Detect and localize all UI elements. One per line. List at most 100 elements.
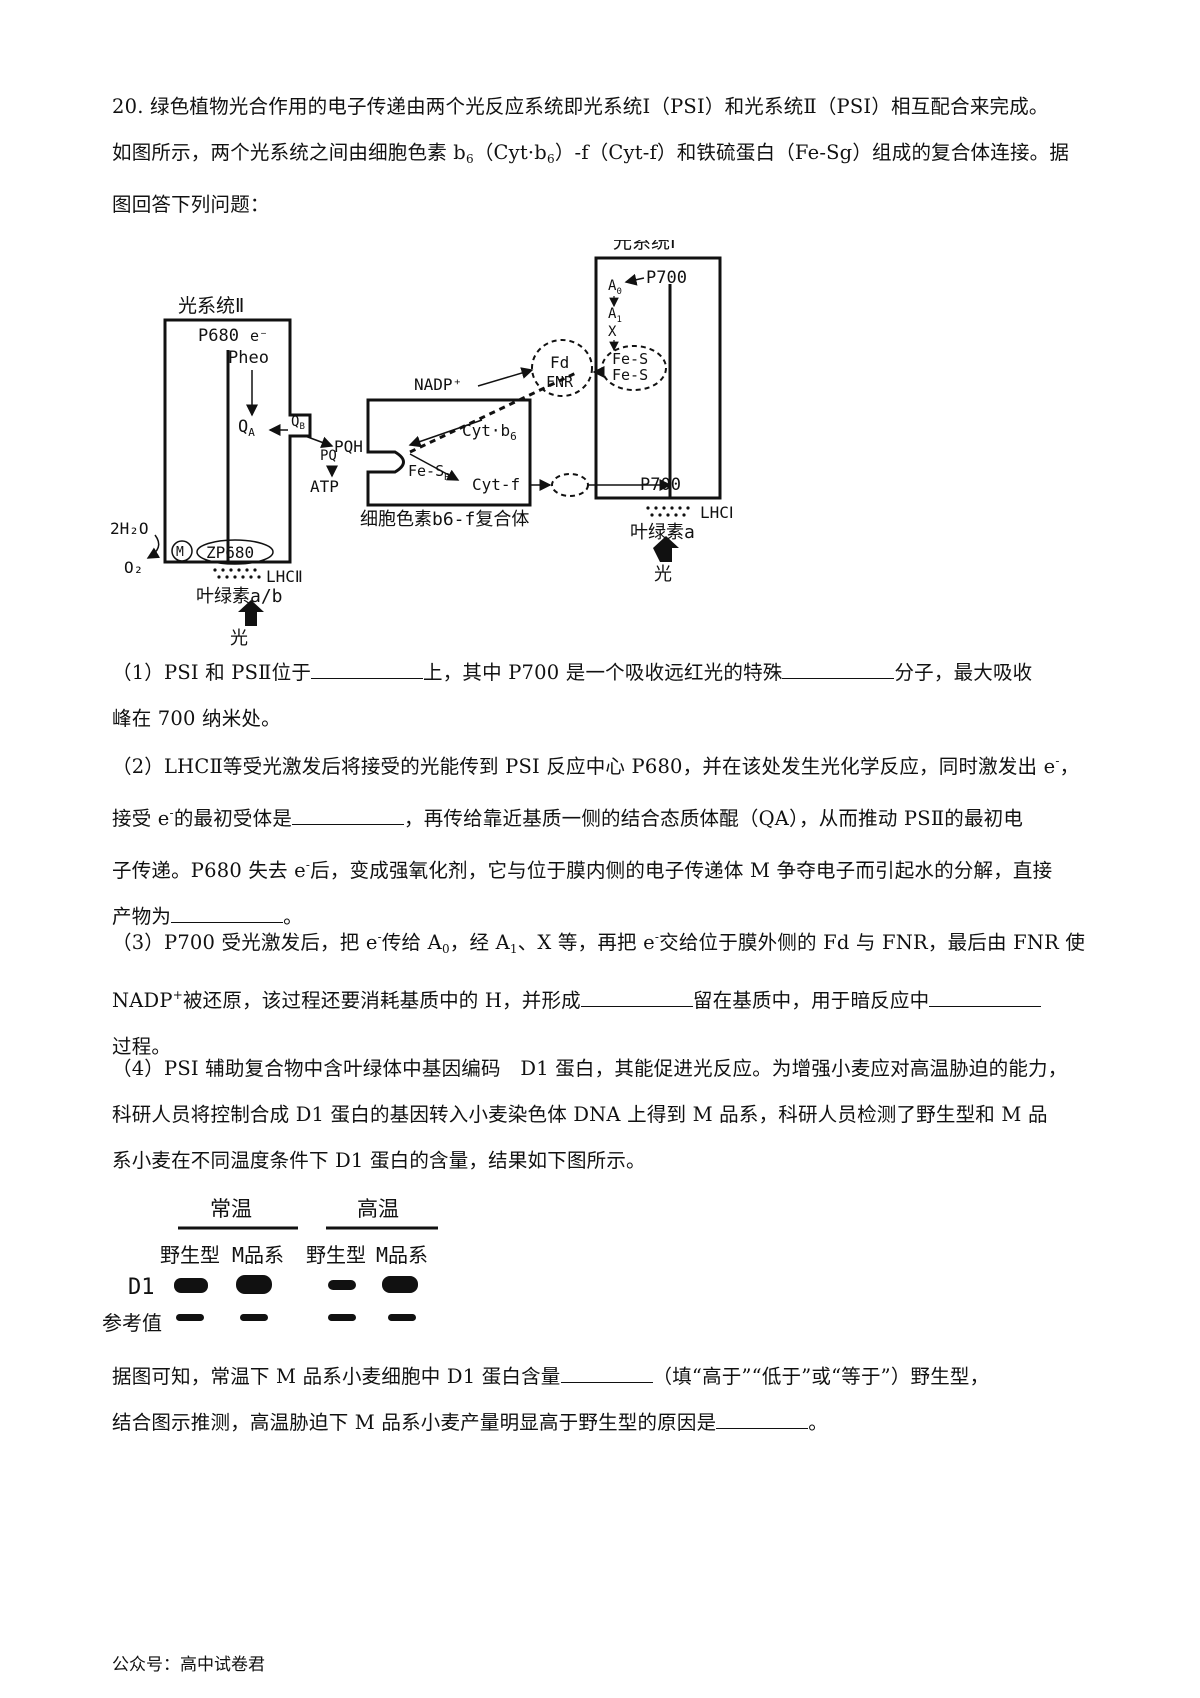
fd-fnr-ellipse xyxy=(531,339,593,397)
q4-blank-1[interactable] xyxy=(560,1364,653,1383)
qb-label: QB xyxy=(291,414,305,432)
q2-line-2: 接受 e-的最初受体是，再传给靠近基质一侧的结合态质体醌（QA），从而推动 PS… xyxy=(112,806,1024,830)
x-label: X xyxy=(608,324,617,340)
ps2-box xyxy=(163,318,312,564)
d1-row-label: D1 xyxy=(128,1275,155,1300)
water-split-arrow xyxy=(146,534,161,559)
cyt-f-label: Cyt-f xyxy=(472,475,520,494)
pheo-label: Pheo xyxy=(228,348,269,368)
wild-type-label-2: 野生型 xyxy=(306,1243,366,1267)
band-d1-m-high xyxy=(382,1276,418,1293)
wild-type-label-1: 野生型 xyxy=(160,1243,220,1267)
pqh-label: PQH xyxy=(334,437,363,456)
q2-blank-1[interactable] xyxy=(292,806,405,825)
plastocyanin-carrier xyxy=(551,473,589,497)
q1-line-1: （1）PSI 和 PSⅡ位于上，其中 P700 是一个吸收远红光的特殊分子，最大… xyxy=(112,660,1033,684)
m-circle xyxy=(171,540,193,562)
lhc2-dots xyxy=(213,568,261,579)
lhc2-label: LHCⅡ xyxy=(266,567,303,586)
q3-blank-2[interactable] xyxy=(929,988,1042,1007)
high-temp-label: 高温 xyxy=(357,1197,399,1221)
question-2: （2）LHCⅡ等受光激发后将接受的光能传到 PSI 反应中心 P680，并在该处… xyxy=(112,738,1098,940)
reference-row-label: 参考值 xyxy=(102,1311,162,1335)
p700-to-a0-arrow xyxy=(624,273,645,286)
chlorophyll-a-label: 叶绿素a xyxy=(630,522,695,543)
fnr-label: FNR xyxy=(546,373,574,391)
o2-label: O₂ xyxy=(124,558,143,577)
h2o-label: 2H₂O xyxy=(110,519,149,538)
m-label: M xyxy=(176,545,184,560)
band-ref-4 xyxy=(388,1314,416,1321)
chlorophyll-ab-label: 叶绿素a/b xyxy=(196,586,283,607)
nadp-label: NADP⁺ xyxy=(414,375,462,394)
band-ref-3 xyxy=(328,1314,356,1321)
pq-label: PQ xyxy=(320,448,337,464)
nadp-arrow xyxy=(477,367,534,387)
cyt-b6-label: Cyt·b6 xyxy=(462,421,517,443)
lhc1-dots xyxy=(646,506,690,517)
fe-s-label-2: Fe-S xyxy=(612,366,648,384)
q1-blank-2[interactable] xyxy=(782,660,895,679)
ps1-box xyxy=(594,256,722,500)
western-blot-figure: 常温 高温 野生型 M品系 野生型 M品系 D1 参考值 xyxy=(102,1197,438,1335)
question-1: （1）PSI 和 PSⅡ位于上，其中 P700 是一个吸收远红光的特殊分子，最大… xyxy=(112,650,1098,742)
q4-line-1: （4）PSI 辅助复合物中含叶绿体中基因编码 D1 蛋白，其能促进光反应。为增强… xyxy=(112,1057,1068,1080)
normal-temp-label: 常温 xyxy=(210,1197,252,1221)
q2-line-1: （2）LHCⅡ等受光激发后将接受的光能传到 PSI 反应中心 P680，并在该处… xyxy=(112,754,1080,778)
band-d1-m-normal xyxy=(236,1275,272,1294)
fe-s-label-1: Fe-S xyxy=(612,350,648,368)
q1-line-2: 峰在 700 纳米处。 xyxy=(112,707,281,730)
zp680-label: ZP680 xyxy=(206,543,254,562)
band-ref-2 xyxy=(240,1314,268,1321)
atp-label: ATP xyxy=(310,477,339,496)
band-d1-wt-high xyxy=(328,1280,356,1290)
question-4: （4）PSI 辅助复合物中含叶绿体中基因编码 D1 蛋白，其能促进光反应。为增强… xyxy=(112,1046,1098,1184)
q1-blank-1[interactable] xyxy=(311,660,424,679)
m-line-label-1: M品系 xyxy=(232,1243,284,1267)
q3-line-3: 过程。 xyxy=(112,1035,172,1058)
a1-label: A1 xyxy=(608,306,622,325)
ps2-title: 光系统Ⅱ xyxy=(178,295,244,317)
intro-line-3: 图回答下列问题： xyxy=(112,193,270,216)
q4-line-2: 科研人员将控制合成 D1 蛋白的基因转入小麦染色体 DNA 上得到 M 品系，科… xyxy=(112,1103,1048,1126)
q4-line-5: 结合图示推测，高温胁迫下 M 品系小麦产量明显高于野生型的原因是。 xyxy=(112,1410,828,1434)
light-arrow-icon xyxy=(238,600,264,626)
light-arrow-icon-2 xyxy=(653,536,679,562)
q3-blank-1[interactable] xyxy=(580,988,693,1007)
q3-line-2: NADP+被还原，该过程还要消耗基质中的 H，并形成留在基质中，用于暗反应中 xyxy=(112,972,1098,1024)
p700-top-label: P700 xyxy=(646,268,687,288)
footer-credit: 公众号：高中试卷君 xyxy=(112,1655,265,1675)
q2-blank-2[interactable] xyxy=(171,904,284,923)
a0-label: A0 xyxy=(608,278,622,297)
intro-line-1: 20. 绿色植物光合作用的电子传递由两个光反应系统即光系统Ⅰ（PSI）和光系统Ⅱ… xyxy=(112,95,1049,118)
complex-label: 细胞色素b6-f复合体 xyxy=(360,509,529,530)
fd-label: Fd xyxy=(550,353,569,372)
dashed-electron-path xyxy=(409,370,579,454)
light-label-1: 光 xyxy=(230,628,248,649)
q2-line-4: 产物为。 xyxy=(112,904,303,928)
light-label-2: 光 xyxy=(654,564,672,585)
q4-line-3: 系小麦在不同温度条件下 D1 蛋白的含量，结果如下图所示。 xyxy=(112,1149,646,1172)
lhc1-label: LHCⅠ xyxy=(700,503,734,522)
zp680-ellipse xyxy=(196,539,274,565)
q4-line-4: 据图可知，常温下 M 品系小麦细胞中 D1 蛋白含量（填“高于”“低于”或“等于… xyxy=(112,1364,990,1388)
photosystem-diagram: 光系统Ⅱ P680 e⁻ Pheo QA QB PQ ATP 2H₂O O₂ M… xyxy=(110,240,734,649)
ps1-title: 光系统Ⅰ xyxy=(613,240,676,253)
electron-label: e⁻ xyxy=(250,327,268,345)
p700-bottom-label: P700 xyxy=(640,475,681,495)
p680-label: P680 xyxy=(198,326,239,346)
band-ref-1 xyxy=(176,1314,204,1321)
question-intro: 20. 绿色植物光合作用的电子传递由两个光反应系统即光系统Ⅰ（PSI）和光系统Ⅱ… xyxy=(112,84,1098,228)
intro-line-2: 如图所示，两个光系统之间由细胞色素 b6（Cyt·b6）-f（Cyt-f）和铁硫… xyxy=(112,141,1070,166)
pqh-to-cytf-arrow xyxy=(409,453,460,481)
qb-to-pqh-arrow xyxy=(304,435,334,448)
question-3: （3）P700 受光激发后，把 e-传给 A0，经 A1、X 等，再把 e-交给… xyxy=(112,914,1098,1070)
q2-line-3: 子传递。P680 失去 e-后，变成强氧化剂，它与位于膜内侧的电子传递体 M 争… xyxy=(112,858,1053,882)
cyt-b6f-complex-box xyxy=(366,398,532,507)
q3-line-1: （3）P700 受光激发后，把 e-传给 A0，经 A1、X 等，再把 e-交给… xyxy=(112,930,1086,956)
band-d1-wt-normal xyxy=(174,1278,208,1293)
qa-label: QA xyxy=(238,417,255,439)
q4-blank-2[interactable] xyxy=(716,1410,809,1429)
question-4-prompt: 据图可知，常温下 M 品系小麦细胞中 D1 蛋白含量（填“高于”“低于”或“等于… xyxy=(112,1354,1098,1446)
m-line-label-2: M品系 xyxy=(376,1243,428,1267)
